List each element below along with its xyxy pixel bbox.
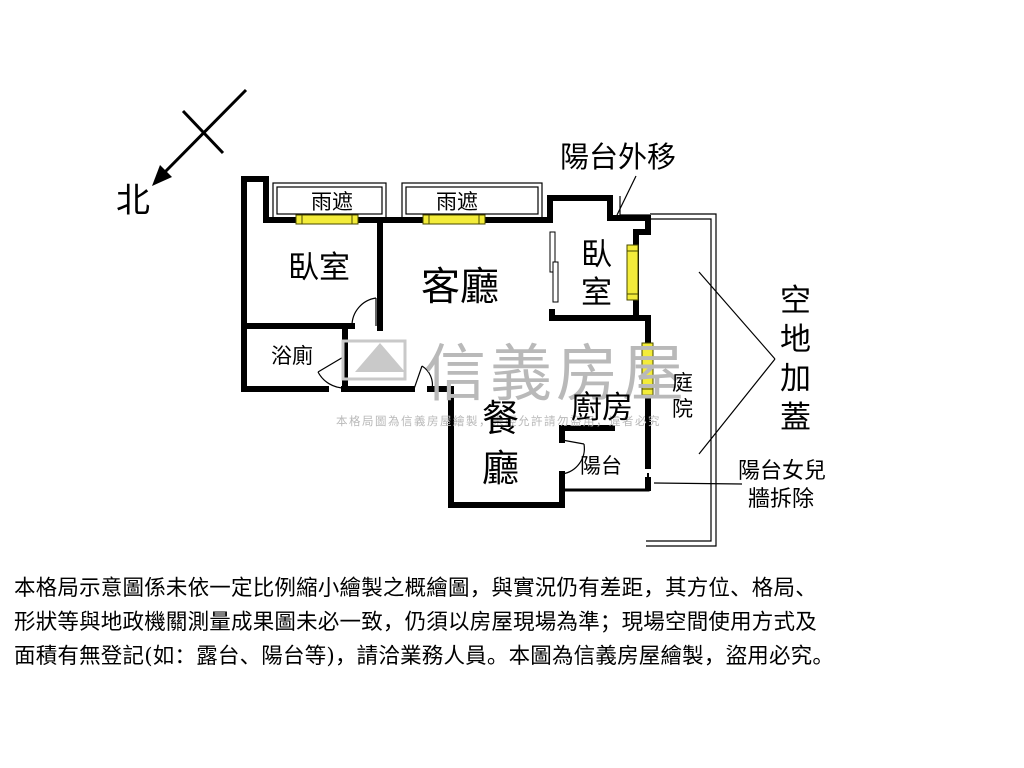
annotation-balcony-moved: 陽台外移 — [560, 140, 676, 174]
annotation-vacant-2: 地 — [780, 322, 811, 358]
disclaimer-line: 本格局示意圖係未依一定比例縮小繪製之概繪圖，與實況仍有差距，其方位、格局、 — [14, 576, 817, 601]
label-bathroom: 浴廁 — [271, 344, 313, 368]
sliding-door — [549, 231, 559, 303]
label-bedroom-right-1: 臥 — [581, 237, 612, 273]
label-balcony: 陽台 — [580, 454, 622, 478]
disclaimer: 本格局示意圖係未依一定比例縮小繪製之概繪圖，與實況仍有差距，其方位、格局、 形狀… — [14, 572, 1014, 674]
disclaimer-line: 面積有無登記(如：露台、陽台等)，請洽業務人員。本圖為信義房屋繪製，盜用必究。 — [14, 644, 835, 669]
annotations: 陽台外移 空 地 加 蓋 陽台女兒 牆拆除 — [560, 140, 826, 512]
windows — [295, 214, 654, 396]
label-living-room: 客廳 — [421, 265, 499, 310]
annotation-vacant-1: 空 — [780, 283, 811, 319]
watermark: 信義房屋 本格局圖為信義房屋繪製，未經允許請勿盜用，違者必究 — [336, 337, 688, 428]
label-dining-1: 餐 — [482, 397, 519, 440]
label-canopy-left: 雨遮 — [311, 190, 353, 214]
label-dining-2: 廳 — [482, 447, 519, 490]
annotation-vacant-4: 蓋 — [780, 400, 811, 436]
annotation-vacant-3: 加 — [780, 361, 811, 397]
thin-outlines — [272, 175, 717, 547]
annotation-parapet-1: 陽台女兒 — [738, 459, 826, 484]
window-bedroom-right — [626, 244, 639, 301]
window-living — [422, 214, 486, 225]
watermark-brand: 信義房屋 — [424, 337, 688, 410]
label-bedroom-right-2: 室 — [581, 275, 612, 311]
leader-lines — [653, 271, 776, 485]
floor-plan: 北 — [116, 88, 826, 547]
label-canopy-right: 雨遮 — [436, 190, 478, 214]
doors — [317, 297, 585, 475]
disclaimer-line: 形狀等與地政機關測量成果圖未必一致，仍須以房屋現場為準；現場空間使用方式及 — [14, 610, 817, 635]
label-bedroom-left: 臥室 — [288, 250, 350, 286]
watermark-notice: 本格局圖為信義房屋繪製，未經允許請勿盜用，違者必究 — [336, 414, 661, 428]
window-bedroom-left — [295, 214, 359, 225]
label-courtyard-1: 庭 — [672, 371, 693, 395]
north-compass: 北 — [116, 88, 248, 221]
label-kitchen: 廚房 — [571, 390, 633, 426]
annotation-parapet-2: 牆拆除 — [748, 487, 814, 512]
label-courtyard-2: 院 — [672, 397, 693, 421]
window-kitchen — [641, 342, 654, 396]
room-labels: 雨遮 雨遮 臥室 客廳 臥 室 浴廁 廚房 餐 廳 陽台 庭 院 — [271, 190, 693, 490]
north-label: 北 — [116, 181, 150, 221]
